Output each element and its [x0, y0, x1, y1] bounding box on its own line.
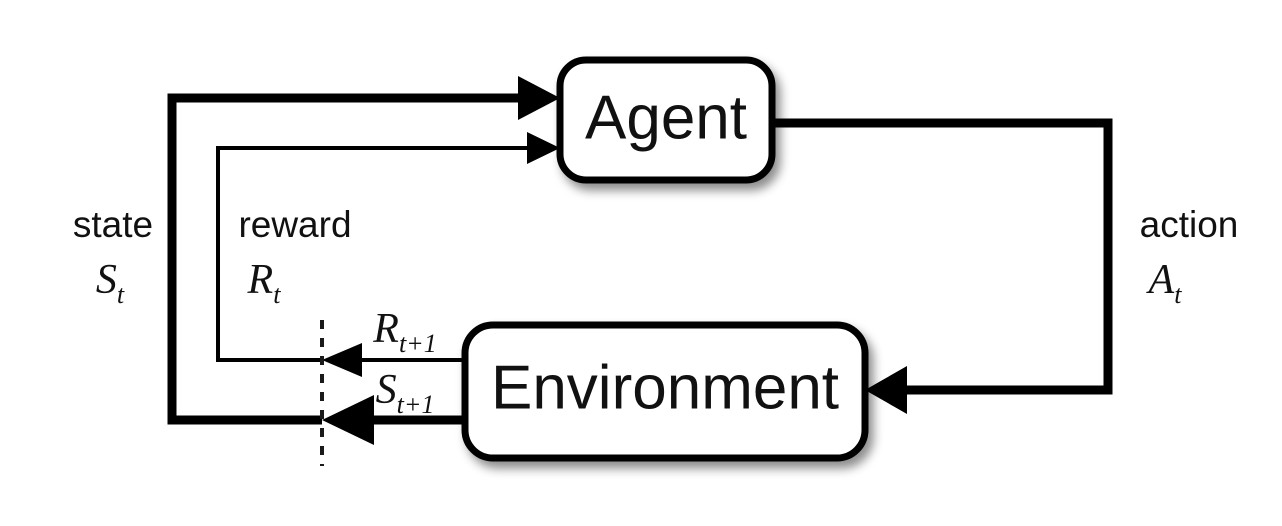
state-symbol-base: S: [96, 257, 117, 303]
next-state-symbol-sub: t+1: [397, 390, 435, 419]
action-symbol-base: A: [1146, 257, 1175, 303]
reward-symbol: Rt: [247, 257, 282, 309]
next-state-symbol: St+1: [376, 367, 435, 419]
state-symbol-sub: t: [117, 280, 125, 309]
edge-next-state: [322, 395, 465, 445]
environment-box[interactable]: [461, 321, 869, 462]
state-arrow-head: [518, 76, 560, 120]
next-reward-symbol-sub: t+1: [399, 329, 437, 358]
edge-state: [167, 76, 560, 425]
action-label-word: action: [1140, 204, 1239, 245]
node-agent[interactable]: Agent: [556, 56, 776, 184]
action-symbol: At: [1146, 257, 1183, 309]
reward-edge-line: [216, 146, 528, 362]
state-symbol: St: [96, 257, 125, 309]
label-action: action At: [1140, 204, 1239, 309]
state-edge-line: [167, 93, 520, 425]
node-environment[interactable]: Environment: [461, 321, 869, 462]
action-arrow-head: [865, 366, 907, 414]
reward-symbol-base: R: [247, 257, 274, 303]
label-reward: reward Rt: [238, 204, 351, 309]
edge-next-reward: [322, 343, 465, 377]
action-symbol-sub: t: [1174, 280, 1182, 309]
reward-label-word: reward: [238, 204, 351, 245]
next-reward-arrow-head: [322, 343, 362, 377]
label-state: state St: [73, 204, 153, 309]
edge-reward: [216, 132, 560, 362]
state-label-word: state: [73, 204, 153, 245]
next-state-arrow-head: [322, 395, 374, 445]
next-state-symbol-base: S: [376, 367, 397, 413]
environment-label: Environment: [491, 353, 839, 422]
next-reward-symbol-base: R: [372, 306, 399, 352]
agent-box[interactable]: [556, 56, 776, 184]
agent-label: Agent: [585, 83, 747, 152]
edge-action: [772, 118, 1113, 414]
next-reward-symbol: Rt+1: [372, 306, 436, 358]
reward-arrow-head: [527, 132, 560, 164]
reward-symbol-sub: t: [273, 280, 281, 309]
action-edge-line: [772, 118, 1113, 395]
